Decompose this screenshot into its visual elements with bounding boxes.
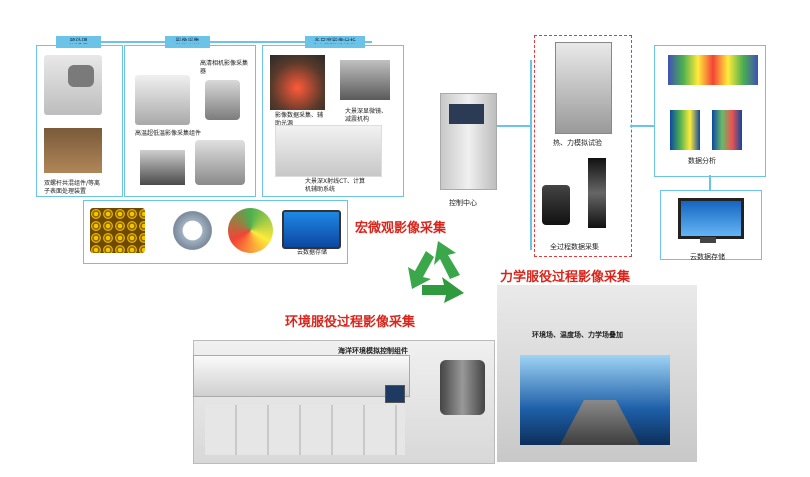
camera-caption: 高清相机影像采集器 [200,60,249,75]
apparatus-tube [193,355,410,397]
test-frame-image [555,42,612,134]
top-connector [62,41,372,43]
furnace-image [140,150,185,185]
scan-image [340,60,390,100]
apparatus-monitor [385,385,405,403]
tripod-image [205,80,240,120]
monitor-stand [700,237,716,243]
cycle-arrows-icon [408,241,464,303]
scan-caption: 大景深显微镜、减震机构 [345,108,388,123]
mech-connector [630,125,655,127]
control-connector-v [530,60,532,250]
fan-chart-thumb [228,208,273,253]
microstructure-thumb [90,208,145,253]
env-title: 环境服役过程影像采集 [285,315,416,330]
analysis-connector [709,175,711,193]
strain-image-left [670,110,700,150]
microscope-photo [270,55,325,110]
heatmap-image [668,55,758,85]
tank-label: 环境场、温度场、力学场叠加 [532,331,623,339]
ct-caption: 大景深X射线CT、计算机辅助系统 [305,178,365,193]
laptop-thumb [282,210,341,249]
laptop-caption: 云数据存储 [297,249,328,256]
full-process-caption: 全过程数据采集 [550,243,599,251]
control-center-label: 控制中心 [449,199,477,207]
highspeed-caption: 高温超低温影像采集组件 [135,130,202,137]
apparatus-bench [205,405,405,455]
monitor-image [678,198,744,239]
instrument-image [195,140,245,185]
marine-label: 海洋环境模拟控制组件 [338,347,408,355]
macro-title: 宏微观影像采集 [355,221,447,236]
preprocess-caption: 双螺杆共混组件/等离子表面处理装置 [44,180,101,195]
part-thumb [170,208,215,253]
data-analysis-label: 数据分析 [688,157,716,165]
ct-scanner-image [275,125,382,177]
mech-test-caption: 热、力模拟试验 [553,139,602,147]
bead-mill-detail [68,65,94,87]
control-connector-h [497,125,532,127]
strain-image-right [712,110,742,150]
mech-title: 力学服役过程影像采集 [500,270,631,285]
camera-tripod-image [542,185,570,225]
control-screen [449,104,484,124]
specimen-image [588,158,606,228]
mechanical-test-panel [534,35,632,257]
pump-image [440,360,485,415]
micro-caption: 影像数据采集、辅助光源 [275,112,324,127]
plasma-device-image [44,128,102,173]
camera-box-image [135,75,190,125]
cloud-storage-label: 云数据存储 [690,253,725,261]
